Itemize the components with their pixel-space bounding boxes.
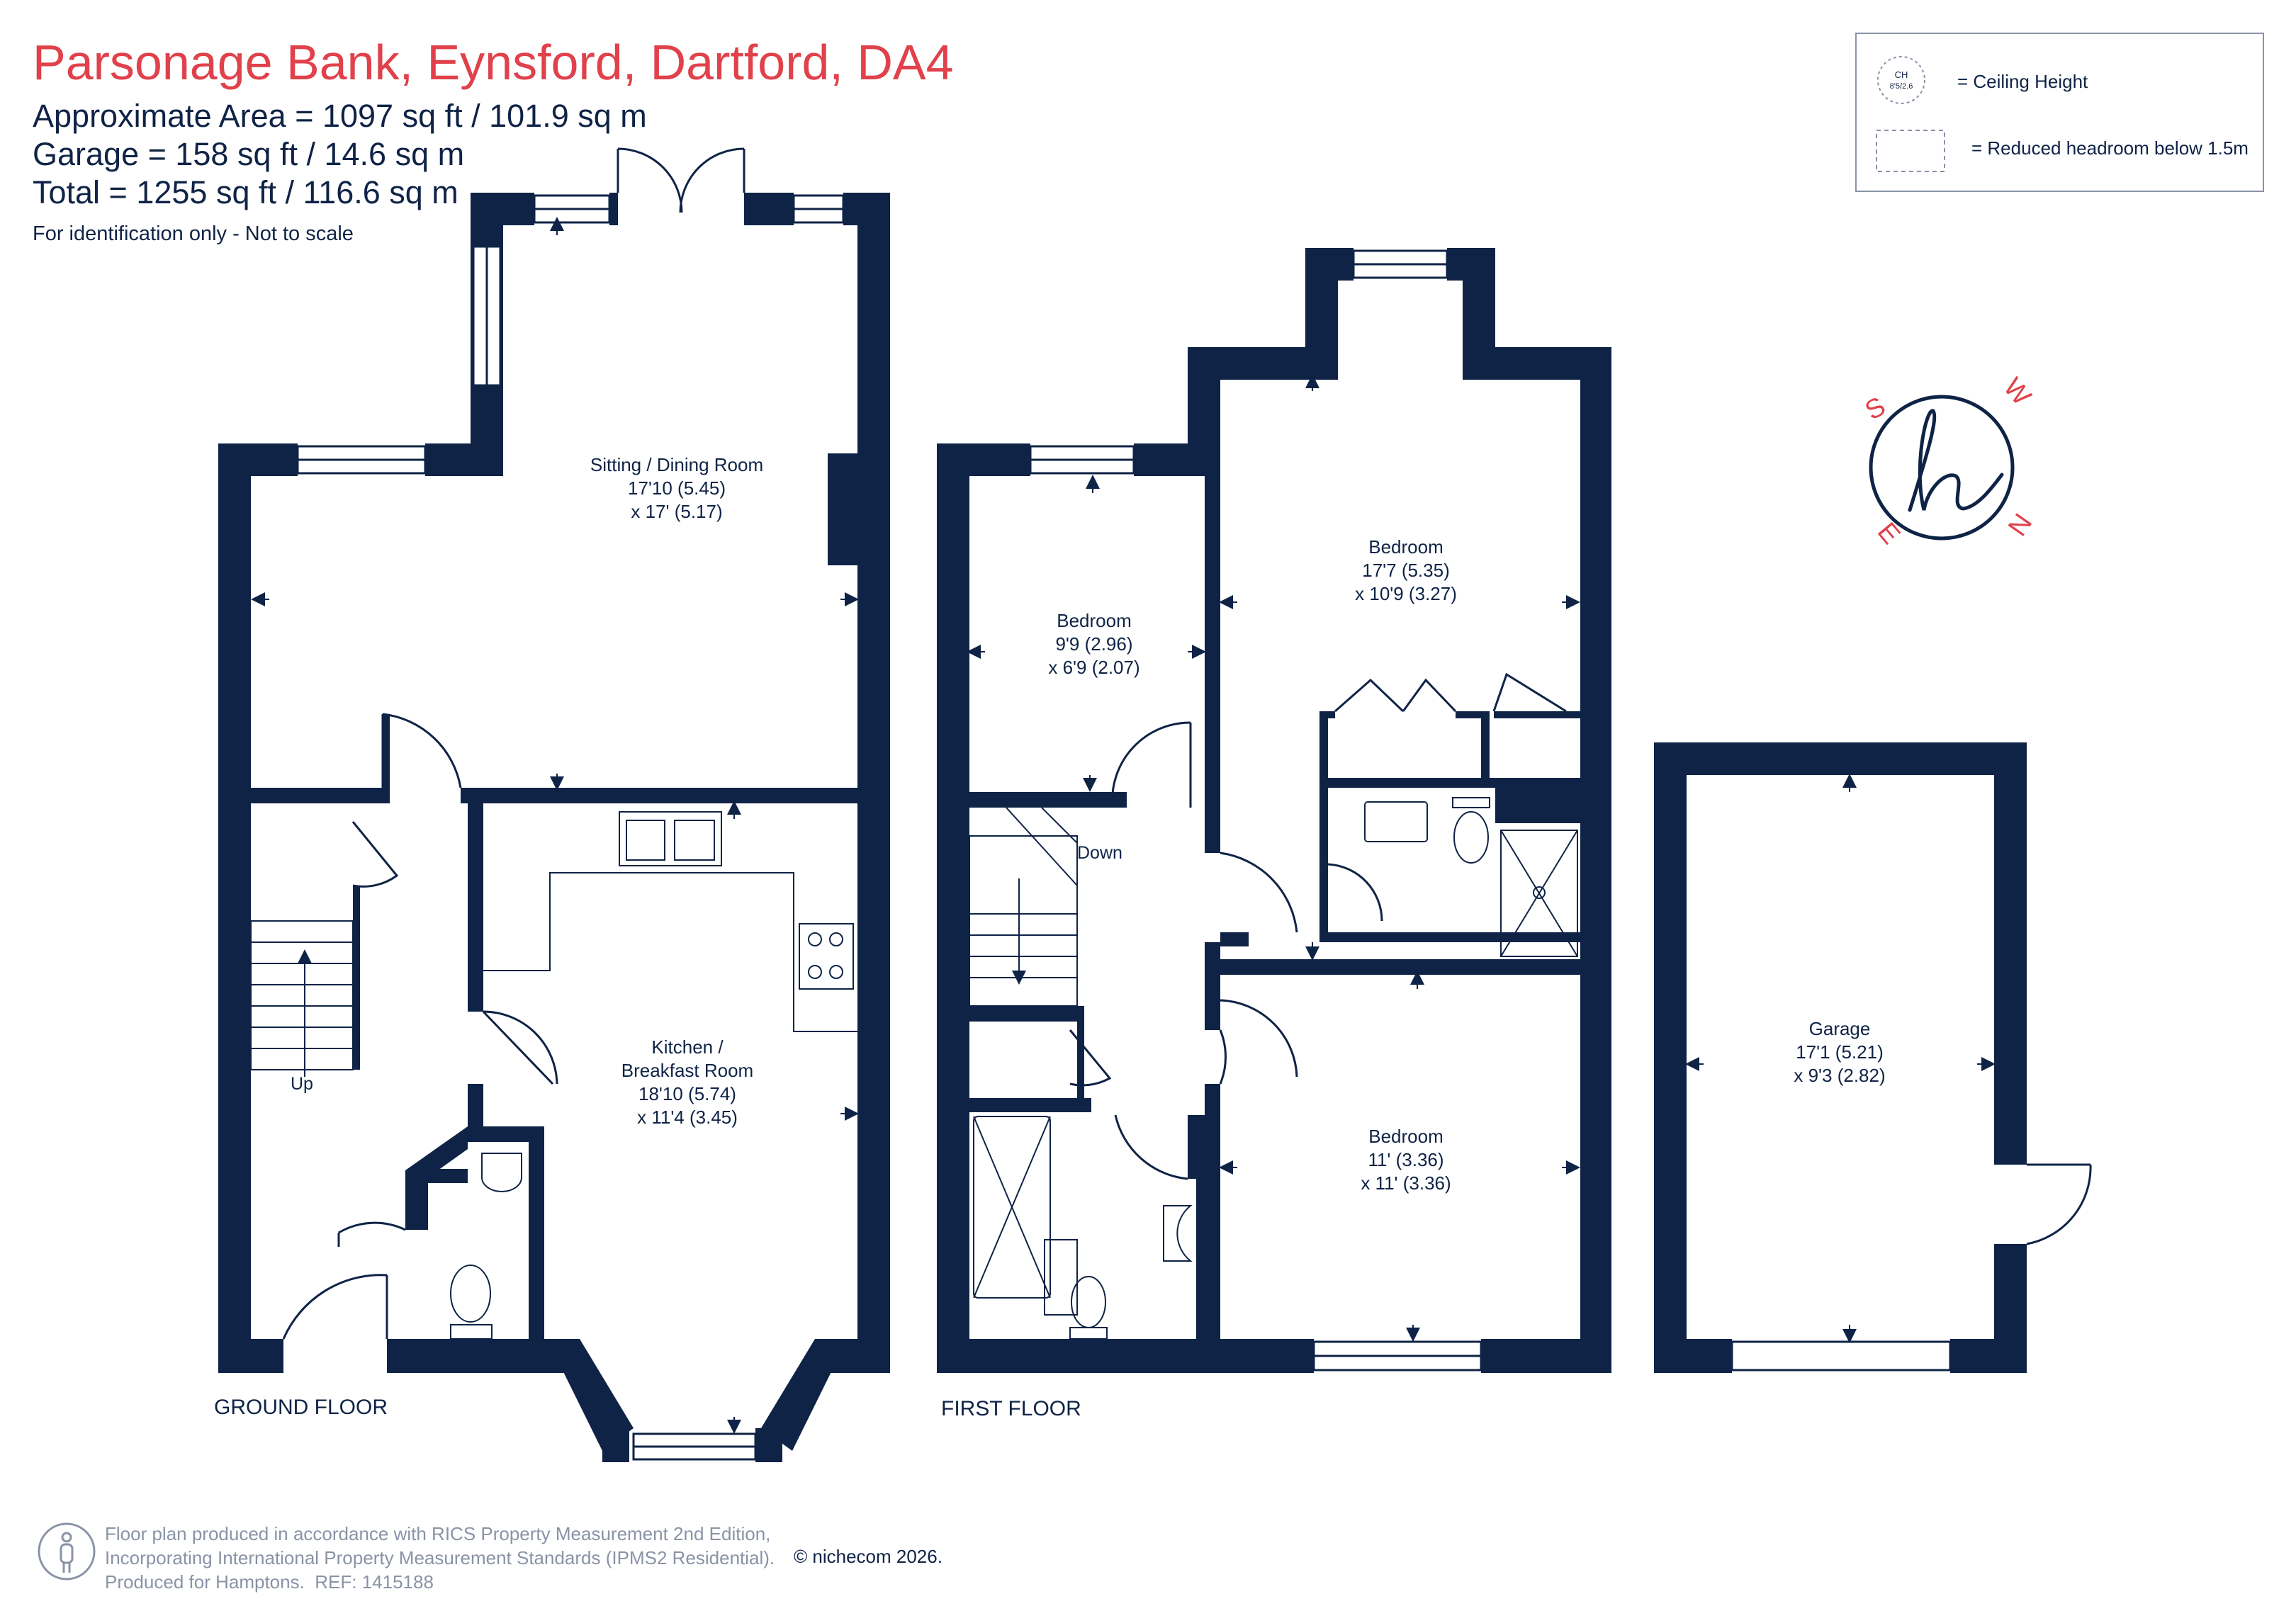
ground-floor-label: GROUND FLOOR [214, 1396, 388, 1419]
garage-dimension-arrows [1685, 774, 1996, 1343]
bath-icon [973, 1116, 1051, 1299]
ceiling-symbol-top: CH [1894, 69, 1908, 80]
first-floor-doors [1069, 672, 1567, 1180]
garage-area: Garage = 158 sq ft / 14.6 sq m [33, 136, 465, 172]
hob-icon [799, 923, 854, 990]
garage-label: Garage 17'1 (5.21) x 9'3 (2.82) [1794, 1018, 1886, 1086]
stairs-up-label: Up [291, 1074, 313, 1094]
garage-side-door [2026, 1163, 2092, 1245]
sitting-room-label: Sitting / Dining Room 17'10 (5.45) x 17'… [590, 454, 764, 522]
bedroom-main-label: Bedroom 17'7 (5.35) x 10'9 (3.27) [1355, 536, 1457, 604]
person-icon [38, 1522, 96, 1580]
basin-icon [1163, 1205, 1193, 1262]
garage-walls [1654, 742, 2027, 1373]
reduced-headroom-icon [1876, 130, 1945, 172]
first-floor-label: FIRST FLOOR [941, 1397, 1081, 1420]
basin-icon [481, 1153, 522, 1192]
approximate-area: Approximate Area = 1097 sq ft / 101.9 sq… [33, 98, 647, 134]
page-title: Parsonage Bank, Eynsford, Dartford, DA4 [33, 35, 954, 90]
first-floor-walls [937, 248, 1611, 1373]
bathroom-fixtures [973, 797, 1578, 1340]
legend-box: CH 8'5/2.6 = Ceiling Height = Reduced he… [1855, 33, 2264, 192]
ground-floor-doors [282, 147, 745, 1340]
first-floor-stairs [969, 807, 1078, 1007]
ground-floor-walls [218, 193, 890, 1462]
ceiling-height-label: = Ceiling Height [1957, 71, 2088, 92]
garage-door-window [1731, 1340, 1952, 1372]
shower-icon [1500, 830, 1578, 957]
scale-note: For identification only - Not to scale [33, 222, 354, 245]
kitchen-units [450, 811, 857, 1340]
ceiling-symbol-bottom: 8'5/2.6 [1889, 82, 1913, 91]
brand-copyright: © nichecom 2026. [794, 1546, 942, 1567]
ground-dimension-arrows [251, 217, 859, 1434]
toilet-icon [450, 1265, 491, 1323]
reduced-headroom-label: = Reduced headroom below 1.5m [1971, 137, 2249, 159]
stairs-down-label: Down [1077, 843, 1122, 863]
ground-stairs [250, 920, 354, 1077]
ceiling-height-icon [1876, 56, 1945, 172]
first-dimension-arrows [967, 374, 1580, 1342]
kitchen-label: Kitchen / Breakfast Room 18'10 (5.74) x … [621, 1036, 754, 1128]
footer-text: Floor plan produced in accordance with R… [105, 1523, 775, 1593]
bedroom-small-label: Bedroom 9'9 (2.96) x 6'9 (2.07) [1048, 610, 1140, 678]
first-floor-windows [1029, 249, 1482, 1372]
total-area: Total = 1255 sq ft / 116.6 sq m [33, 174, 458, 210]
ground-floor-windows [296, 194, 845, 1461]
bedroom-third-label: Bedroom 11' (3.36) x 11' (3.36) [1361, 1126, 1451, 1194]
